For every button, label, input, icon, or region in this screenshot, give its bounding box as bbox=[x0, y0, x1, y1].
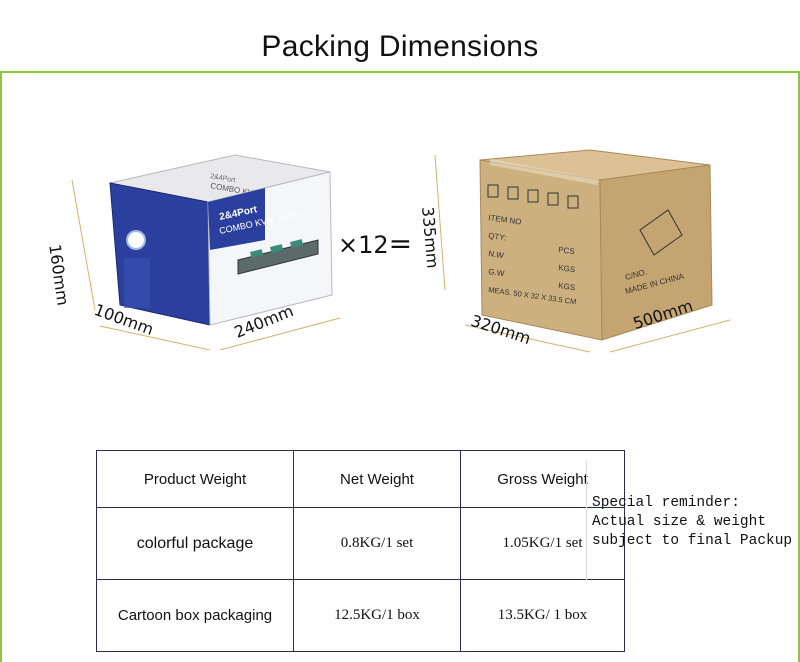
content-frame bbox=[0, 71, 800, 662]
header-net-weight: Net Weight bbox=[293, 450, 461, 508]
row-label: colorful package bbox=[96, 507, 294, 580]
table-row: Cartoon box packaging 12.5KG/1 box 13.5K… bbox=[96, 579, 625, 652]
table-header-row: Product Weight Net Weight Gross Weight bbox=[96, 450, 625, 508]
multiplier: ×12 bbox=[338, 231, 389, 259]
divider bbox=[586, 460, 587, 580]
side-unit-1: PCS bbox=[558, 245, 576, 256]
row-gross: 1.05KG/1 set bbox=[460, 507, 625, 580]
multiplier-text: ×12= bbox=[338, 227, 413, 260]
row-label: Cartoon box packaging bbox=[96, 579, 294, 652]
special-reminder-note: Special reminder: Actual size & weight s… bbox=[592, 494, 797, 551]
cardboard-box-illustration: ITEM NO QTY: N.W G.W MEAS. 50 X 32 X 33.… bbox=[434, 149, 731, 353]
note-line-1: Special reminder: bbox=[592, 495, 740, 511]
side-line-2: QTY: bbox=[488, 231, 507, 242]
side-line-3: N.W bbox=[488, 249, 505, 260]
side-line-4: G.W bbox=[488, 267, 506, 278]
weight-table: Product Weight Net Weight Gross Weight c… bbox=[96, 450, 625, 652]
product-box-illustration: 2&4Port COMBO KVM Switch 2&4Port COMBO K… bbox=[71, 154, 341, 350]
header-gross-weight: Gross Weight bbox=[460, 450, 625, 508]
page-title: Packing Dimensions bbox=[261, 30, 539, 63]
row-net: 12.5KG/1 box bbox=[293, 579, 461, 652]
row-gross: 13.5KG/ 1 box bbox=[460, 579, 625, 652]
note-line-3: subject to final Packup bbox=[592, 533, 793, 549]
note-line-2: Actual size & weight bbox=[592, 514, 767, 530]
side-unit-2: KGS bbox=[558, 263, 576, 274]
table-row: colorful package 0.8KG/1 set 1.05KG/1 se… bbox=[96, 507, 625, 580]
box-top-small-text: 2&4Port bbox=[210, 173, 236, 184]
header-product-weight: Product Weight bbox=[96, 450, 294, 508]
row-net: 0.8KG/1 set bbox=[293, 507, 461, 580]
side-unit-3: KGS bbox=[558, 281, 576, 292]
